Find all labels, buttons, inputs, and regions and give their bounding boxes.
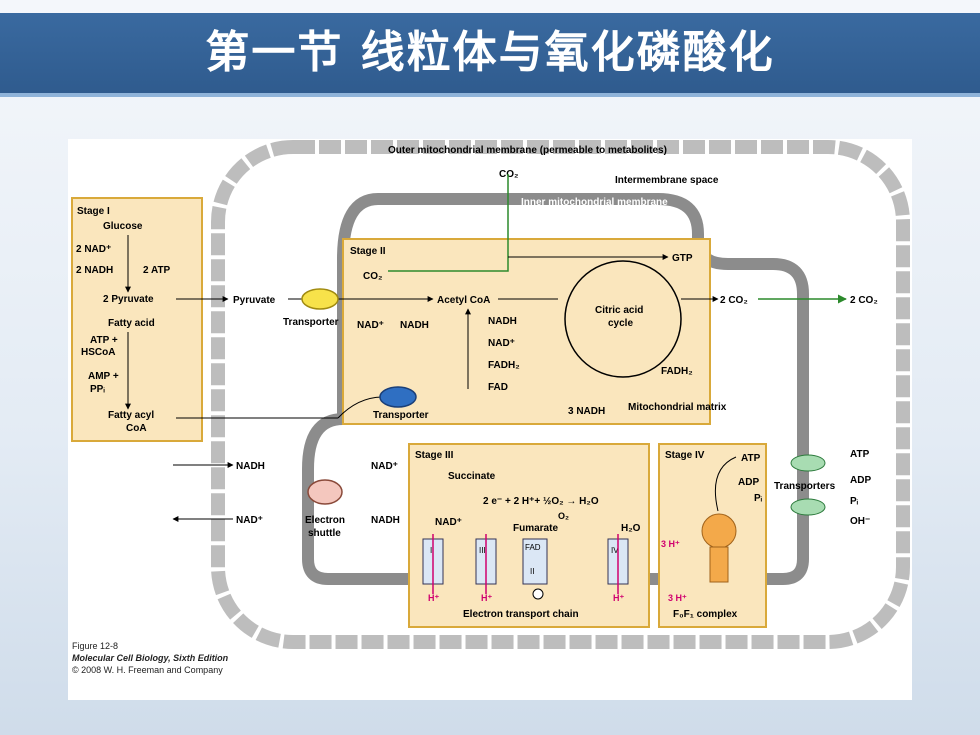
h-plus-3: H⁺ [613, 593, 624, 603]
atp-out: ATP [850, 449, 870, 460]
complex-IV-label: IV [611, 546, 619, 555]
gtp-label: GTP [672, 253, 693, 264]
title-bar: 第一节 线粒体与氧化磷酸化 [0, 13, 980, 97]
fatty-acyl-transporter [379, 386, 417, 408]
stage4-atp: ATP [741, 453, 761, 464]
stage2-fadh2-b: FADH₂ [661, 366, 693, 377]
pi-out: Pᵢ [850, 496, 859, 507]
stage2-co2: CO₂ [363, 271, 382, 282]
etc-complexes: I III FAD II IV [422, 534, 629, 600]
adp-out: ADP [850, 475, 871, 486]
book-title: Molecular Cell Biology, Sixth Edition [72, 653, 229, 663]
shuttle-nadh-in: NADH [236, 461, 265, 472]
coa-label: CoA [126, 423, 147, 434]
oh-out: OH⁻ [850, 516, 870, 527]
stage3-nad: NAD⁺ [435, 517, 462, 528]
h3-bottom: 3 H⁺ [668, 593, 687, 603]
stage4-pi: Pᵢ [754, 493, 763, 504]
complex-II [522, 538, 548, 585]
stage2-nad: NAD⁺ [357, 320, 384, 331]
copyright: © 2008 W. H. Freeman and Company [72, 665, 223, 675]
stage1-pyruvate: 2 Pyruvate [103, 294, 154, 305]
stage3-box [408, 443, 650, 628]
pyruvate-label: Pyruvate [233, 295, 276, 306]
fumarate-label: Fumarate [513, 523, 558, 534]
stage1-box [71, 197, 203, 442]
stage2-nadh2: NADH [488, 316, 517, 327]
atp-plus-label: ATP + [90, 335, 118, 346]
f0f1-label: F₀F₁ complex [673, 609, 738, 620]
inner-membrane-label: Inner mitochondrial membrane [521, 197, 668, 208]
transporters-label: Transporters [774, 481, 836, 492]
transporter-label: Transporter [283, 317, 339, 328]
stage1-nadh: 2 NADH [76, 265, 113, 276]
diagram-svg: Outer mitochondrial membrane (permeable … [71, 140, 910, 649]
equation-label: 2 e⁻ + 2 H⁺+ ½O₂ → H₂O [483, 496, 599, 507]
ppi-label: PPᵢ [90, 384, 105, 395]
shuttle-nad-out: NAD⁺ [236, 515, 263, 526]
nadh3-label: 3 NADH [568, 406, 605, 417]
fatty-acyl-label: Fatty acyl [108, 410, 154, 421]
stage2-fadh2: FADH₂ [488, 360, 520, 371]
cycle-label: cycle [608, 318, 633, 329]
figure-number: Figure 12-8 [72, 641, 119, 651]
h-plus-2: H⁺ [481, 593, 492, 603]
stage2-nad2: NAD⁺ [488, 338, 515, 349]
stage4-adp: ADP [738, 477, 759, 488]
fatty-acid-label: Fatty acid [108, 318, 155, 329]
complex-fad-label: FAD [525, 543, 541, 552]
outer-membrane-label: Outer mitochondrial membrane (permeable … [388, 145, 667, 156]
phosphate-transporter [790, 498, 826, 516]
hscoa-label: HSCoA [81, 347, 115, 358]
atp-synthase-f1 [701, 513, 737, 549]
stage3-h2o: H₂O [621, 523, 641, 534]
h3-top: 3 H⁺ [661, 539, 680, 549]
shuttle-nad-top: NAD⁺ [371, 461, 398, 472]
intermembrane-space-label: Intermembrane space [615, 175, 719, 186]
transporter2-label: Transporter [373, 410, 429, 421]
complex-III-label: III [479, 546, 486, 555]
citric-acid-cycle [564, 260, 682, 378]
succinate-label: Succinate [448, 471, 496, 482]
citric-acid-label: Citric acid [595, 305, 643, 316]
amp-plus-label: AMP + [88, 371, 119, 382]
ubiquinone-circle [532, 588, 544, 600]
atp-adp-transporter [790, 454, 826, 472]
atp-synthesis-arrow [714, 456, 737, 512]
electron-label: Electron [305, 515, 345, 526]
slide-title: 第一节 线粒体与氧化磷酸化 [205, 27, 775, 78]
stage1-atp: 2 ATP [143, 265, 171, 276]
outer-membrane [211, 140, 910, 649]
stage4-title: Stage IV [665, 450, 705, 461]
co2-green-line [388, 174, 509, 272]
shuttle-label: shuttle [308, 528, 341, 539]
o2-label: O₂ [558, 511, 569, 521]
stage1-nad: 2 NAD⁺ [76, 244, 111, 255]
stage1-title: Stage I [77, 206, 110, 217]
fatty-acyl-curve [337, 396, 384, 419]
co2-out-label: 2 CO₂ [720, 295, 748, 306]
pyruvate-transporter [301, 288, 339, 310]
complex-I-label: I [430, 546, 432, 555]
mitochondria-figure: Outer mitochondrial membrane (permeable … [68, 139, 912, 700]
atp-synthase-f0 [709, 546, 729, 583]
acetyl-coa-label: Acetyl CoA [437, 295, 490, 306]
electron-shuttle [307, 479, 343, 505]
h-plus-1: H⁺ [428, 593, 439, 603]
stage2-fad: FAD [488, 382, 508, 393]
complex-II-label: II [530, 567, 534, 576]
matrix-label: Mitochondrial matrix [628, 402, 727, 413]
co2-far-label: 2 CO₂ [850, 295, 878, 306]
stage2-nadh: NADH [400, 320, 429, 331]
stage2-title: Stage II [350, 246, 386, 257]
shuttle-nadh-bottom: NADH [371, 515, 400, 526]
stage3-title: Stage III [415, 450, 454, 461]
glucose-label: Glucose [103, 221, 143, 232]
etc-label: Electron transport chain [463, 609, 579, 620]
